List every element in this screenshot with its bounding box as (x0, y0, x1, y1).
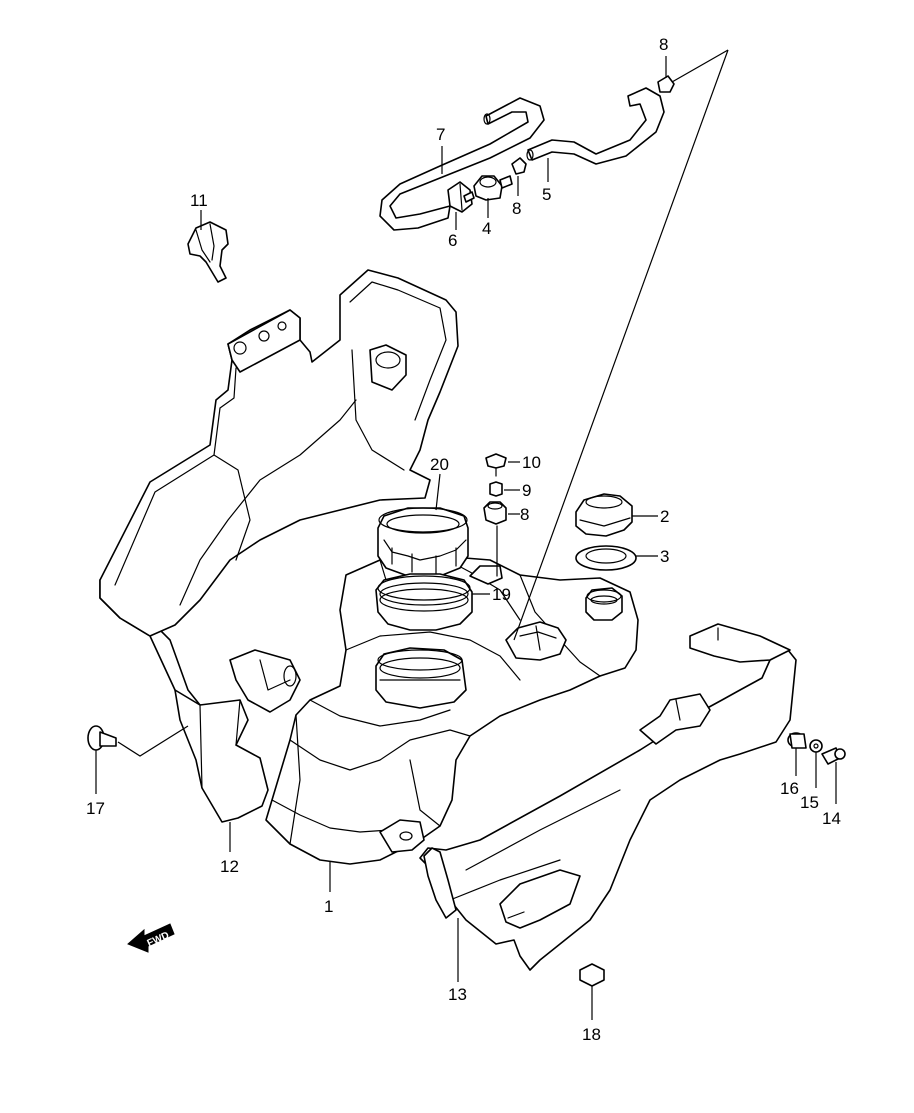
part-12-clamp (187, 221, 229, 283)
part-18-bolt (87, 725, 117, 751)
part-21-ring-nut (377, 507, 469, 577)
callout-2: 2 (660, 507, 669, 526)
part-10-collar (489, 481, 503, 497)
callout-5: 5 (542, 185, 551, 204)
reference-line-upper (671, 49, 729, 83)
part-5-hose (526, 87, 665, 165)
part-2-fuel-cap (575, 493, 633, 537)
callout-15: 14 (822, 809, 841, 828)
callout-14: 13 (448, 985, 467, 1004)
part-9-grommet (483, 501, 507, 525)
callout-6: 6 (448, 231, 457, 250)
leader-lines (95, 56, 837, 1020)
callout-3: 3 (660, 547, 669, 566)
part-16-washer (809, 739, 823, 753)
part-17-collar (787, 732, 807, 749)
callout-4: 4 (482, 219, 491, 238)
callout-18: 17 (86, 799, 105, 818)
callout-8-upper: 8 (659, 35, 668, 54)
callout-10: 9 (522, 481, 531, 500)
part-13-bracket (99, 269, 459, 823)
callout-17: 16 (780, 779, 799, 798)
part-8-clip-lower (511, 157, 527, 175)
part-15-bolt (821, 747, 846, 765)
part-14-side-cover (419, 623, 797, 971)
callout-12: 11 (190, 191, 208, 210)
callout-9: 8 (520, 505, 529, 524)
callout-1: 1 (324, 897, 333, 916)
part-3-cap-gasket (575, 545, 637, 571)
callout-7: 7 (436, 125, 445, 144)
part-7-hose (379, 97, 545, 231)
callout-20: 19 (492, 585, 511, 604)
part-6-clip (447, 181, 473, 213)
callout-11: 10 (522, 453, 541, 472)
part-8-clip-upper (657, 75, 675, 93)
callout-13: 12 (220, 857, 239, 876)
part-1-fuel-tank (265, 555, 639, 865)
callout-21: 20 (430, 455, 449, 474)
callout-8-lower: 8 (512, 199, 521, 218)
part-20-gasket (375, 573, 473, 631)
callout-16: 15 (800, 793, 819, 812)
reference-line-18 (117, 725, 189, 757)
part-19-rivet (579, 963, 605, 995)
callout-19: 18 (582, 1025, 601, 1044)
reference-line-long (513, 49, 729, 641)
part-4-valve (463, 175, 513, 203)
part-11-bolt (485, 453, 507, 477)
fwd-arrow-icon: FWD (127, 923, 175, 953)
